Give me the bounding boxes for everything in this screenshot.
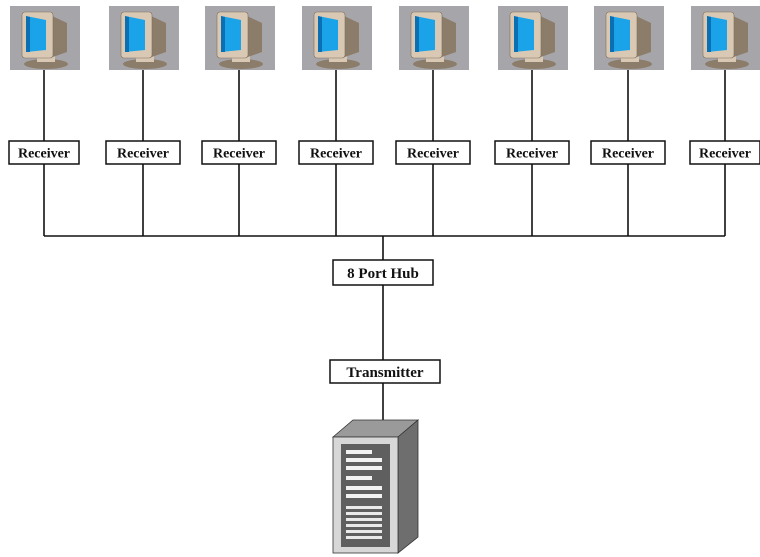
receiver-label: Receiver	[506, 147, 558, 162]
receiver-label: Receiver	[117, 147, 169, 162]
crt-monitor-icon	[205, 6, 275, 70]
receiver-row: Receiver Receiver Receiver Receiver Receiver…	[8, 140, 760, 165]
crt-monitor-icon	[691, 6, 760, 70]
receiver-box: Receiver	[395, 140, 471, 165]
crt-monitor-icon	[399, 6, 469, 70]
receiver-label: Receiver	[213, 147, 265, 162]
receiver-box: Receiver	[590, 140, 666, 165]
receiver-box: Receiver	[298, 140, 374, 165]
receiver-box: Receiver	[689, 140, 760, 165]
receiver-box: Receiver	[105, 140, 181, 165]
connection-wires	[43, 70, 726, 420]
crt-monitor-icon	[109, 6, 179, 70]
transmitter-box: Transmitter	[329, 359, 441, 384]
crt-monitor-icon	[498, 6, 568, 70]
receiver-label: Receiver	[602, 147, 654, 162]
transmitter-label: Transmitter	[346, 365, 424, 381]
receiver-label: Receiver	[699, 147, 751, 162]
crt-monitor-icon	[10, 6, 80, 70]
crt-monitor-icon	[302, 6, 372, 70]
receiver-box: Receiver	[201, 140, 277, 165]
server-tower-icon	[331, 419, 420, 554]
receiver-label: Receiver	[310, 147, 362, 162]
receiver-box: Receiver	[494, 140, 570, 165]
monitor-row	[10, 6, 760, 70]
hub-label: 8 Port Hub	[347, 266, 419, 282]
receiver-label: Receiver	[407, 147, 459, 162]
hub-box: 8 Port Hub	[332, 259, 434, 286]
receiver-label: Receiver	[18, 147, 70, 162]
crt-monitor-icon	[594, 6, 664, 70]
receiver-box: Receiver	[8, 140, 80, 165]
